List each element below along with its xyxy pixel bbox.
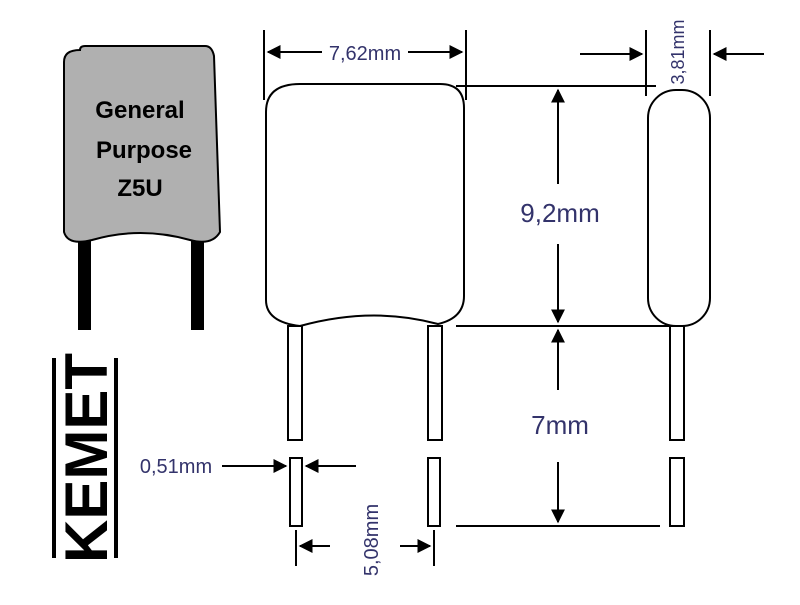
dimension-lead-length: 7mm: [456, 328, 660, 527]
capacitor-body: [63, 45, 222, 243]
label-line-3: Z5U: [117, 175, 162, 202]
front-lead-right-lower: [427, 457, 441, 527]
front-lead-right-upper: [427, 325, 443, 441]
side-lead-lower: [669, 457, 685, 527]
body-height-label: 9,2mm: [520, 198, 599, 228]
front-lead-left-lower: [289, 457, 303, 527]
front-view: [265, 83, 465, 527]
logo-bar-right: [114, 358, 118, 558]
side-body-outline: [647, 89, 711, 327]
capacitor-illustration: General Purpose Z5U: [63, 45, 222, 330]
side-lead-upper: [669, 325, 685, 441]
label-line-2: Purpose: [96, 137, 192, 164]
front-lead-left-upper: [287, 325, 303, 441]
lead-diameter-label: 0,51mm: [140, 456, 212, 478]
dimension-lead-spacing: 5,08mm: [295, 504, 435, 576]
capacitor-lead-left: [78, 238, 91, 330]
kemet-logo: KEMET: [52, 353, 120, 563]
side-view: [647, 89, 711, 527]
dimension-body-thickness: 3,81mm: [580, 19, 764, 96]
body-width-label: 7,62mm: [329, 43, 401, 65]
dimension-body-height: 9,2mm: [456, 85, 670, 327]
kemet-logo-text: KEMET: [53, 353, 120, 563]
lead-spacing-label: 5,08mm: [361, 504, 383, 576]
front-body-outline: [265, 83, 465, 328]
label-line-1: General: [95, 97, 184, 124]
capacitor-lead-right: [191, 238, 204, 330]
dimension-body-width: 7,62mm: [263, 30, 467, 100]
lead-length-label: 7mm: [531, 410, 589, 440]
logo-bar-left: [52, 358, 56, 558]
body-thickness-label: 3,81mm: [668, 19, 688, 84]
dimension-lead-diameter: 0,51mm: [140, 456, 356, 478]
